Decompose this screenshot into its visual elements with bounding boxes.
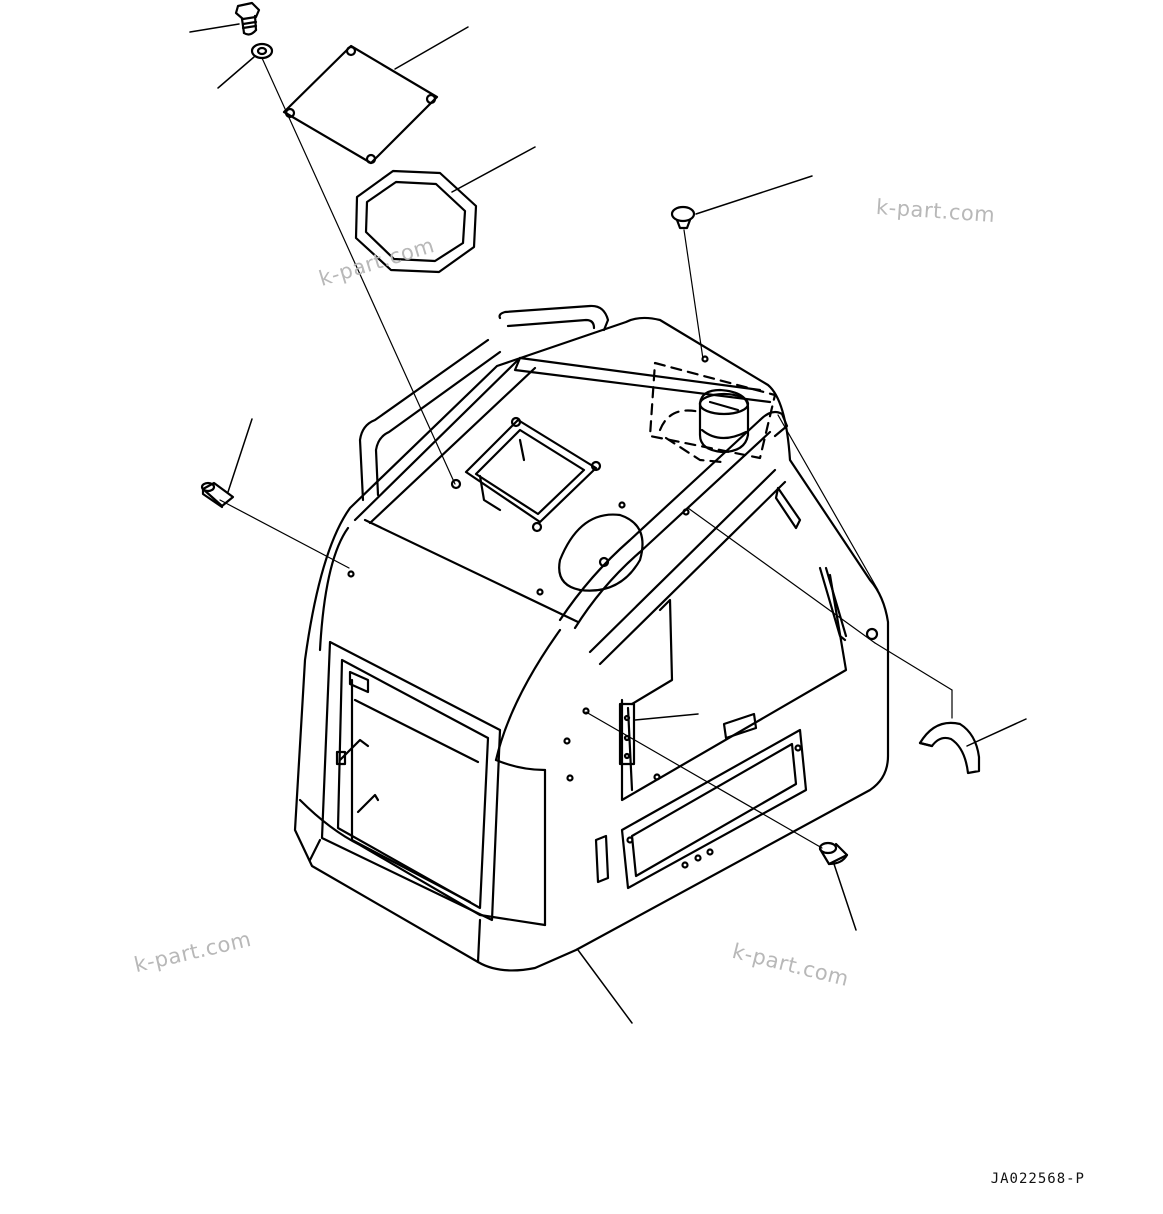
- grommet-right-part[interactable]: [818, 841, 849, 866]
- leader-grommet-left: [227, 418, 253, 493]
- cover-plate-part[interactable]: [282, 44, 439, 165]
- leader-clamp: [966, 718, 1027, 747]
- clamp-part[interactable]: [918, 721, 981, 775]
- centre-lines: [219, 57, 953, 849]
- leader-bolt: [189, 23, 240, 33]
- gasket-part[interactable]: [354, 169, 478, 274]
- cap-part[interactable]: [670, 205, 696, 230]
- drawing-code: JA022568-P: [990, 1171, 1085, 1187]
- leader-washer: [217, 56, 255, 89]
- leader-gasket: [451, 146, 536, 193]
- leader-hood-side: [634, 713, 699, 721]
- leader-cover-plate: [394, 26, 469, 70]
- leader-grommet-right: [833, 863, 857, 931]
- washer-part[interactable]: [250, 42, 274, 60]
- bolt-part[interactable]: [234, 1, 261, 36]
- engine-hood-body[interactable]: [293, 304, 890, 972]
- grommet-left-part[interactable]: [200, 481, 235, 509]
- leader-hood-body: [577, 949, 633, 1024]
- leader-cap: [695, 175, 813, 215]
